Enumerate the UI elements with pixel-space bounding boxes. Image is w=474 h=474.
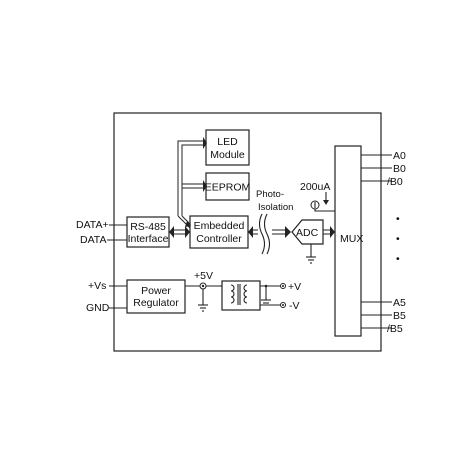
adc-label: ADC: [296, 227, 319, 239]
photo-isolation-label-1: Photo-: [256, 189, 284, 200]
channel-b0-label: B0: [393, 163, 406, 175]
data-lines: DATA+ DATA-: [76, 219, 127, 246]
photo-isolation-label-2: Isolation: [258, 202, 293, 213]
channel-lines-top: A0 B0 /B0: [361, 150, 406, 188]
plus-v-label: +V: [288, 281, 301, 293]
channel-nb0-label: /B0: [387, 176, 403, 188]
plus-5v-label: +5V: [194, 270, 213, 282]
power-regulator-label-1: Power: [141, 285, 171, 297]
embedded-controller-block: Embedded Controller: [189, 215, 249, 249]
minus-v-label: -V: [289, 300, 300, 312]
led-module-label-1: LED: [217, 136, 238, 148]
channel-ellipsis: • • •: [396, 213, 400, 265]
channel-a5-label: A5: [393, 297, 406, 309]
led-module-label-2: Module: [210, 149, 245, 161]
module-enclosure: [113, 112, 382, 352]
channel-lines-bottom: A5 B5 /B5: [361, 297, 406, 335]
eeprom-label: EEPROM: [205, 182, 251, 194]
data-minus-label: DATA-: [80, 234, 110, 246]
rs485-interface-block: RS-485 Interface: [126, 216, 170, 248]
rs485-controller-bus: [169, 226, 190, 238]
led-module-block: LED Module: [205, 129, 250, 166]
adc-ground: [306, 244, 316, 264]
isolated-outputs: +V -V: [260, 281, 301, 312]
mux-label: MUX: [340, 233, 363, 245]
channel-nb5-label: /B5: [387, 323, 403, 335]
controller-bus-arrows: [177, 137, 207, 229]
channel-a0-label: A0: [393, 150, 406, 162]
vs-plus-label: +Vs: [88, 280, 106, 292]
rs485-label-2: Interface: [128, 233, 169, 245]
ellipsis-dot-2: •: [396, 233, 400, 245]
data-plus-label: DATA+: [76, 219, 109, 231]
dc-dc-converter: [220, 280, 261, 311]
adc-block: ADC: [291, 219, 324, 245]
mux-block: MUX: [334, 145, 363, 337]
eeprom-block: EEPROM: [205, 172, 251, 201]
power-regulator-block: Power Regulator: [126, 279, 186, 314]
ellipsis-dot-1: •: [396, 213, 400, 225]
power-inputs: +Vs GND: [86, 280, 127, 314]
channel-b5-label: B5: [393, 310, 406, 322]
regulator-output: +5V: [185, 270, 220, 312]
gnd-label: GND: [86, 302, 110, 314]
adc-mux-bus: [323, 226, 335, 238]
current-source-label: 200uA: [300, 181, 330, 193]
rs485-label-1: RS-485: [130, 221, 166, 233]
embedded-controller-label-2: Controller: [196, 233, 242, 245]
ellipsis-dot-3: •: [396, 253, 400, 265]
embedded-controller-label-1: Embedded: [194, 220, 245, 232]
current-source: 200uA: [300, 181, 335, 212]
power-regulator-label-2: Regulator: [133, 297, 179, 309]
photo-isolation: Photo- Isolation: [248, 189, 293, 255]
